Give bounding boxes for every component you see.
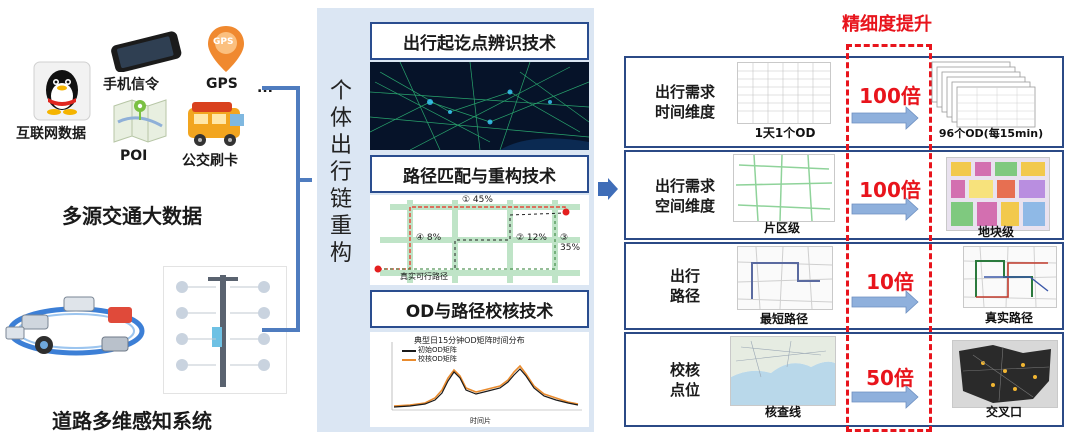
od-96-caption: 96个OD(每15min)	[938, 127, 1044, 140]
screenline-map-image	[730, 336, 836, 406]
gps-label: GPS	[206, 76, 238, 92]
internet-data-label: 互联网数据	[16, 126, 86, 142]
legend-initial-swatch	[402, 350, 416, 352]
right-arrow-icon	[598, 178, 618, 200]
highlight-dashed-frame	[846, 44, 932, 432]
route-label-3: ③ 35%	[560, 233, 581, 253]
row-label-line: 校核	[669, 361, 700, 379]
tech-title-od-calibration: OD与路径校核技术	[370, 290, 589, 328]
row-label-line: 点位	[669, 381, 700, 399]
parcel-map-image	[946, 157, 1050, 231]
series-calibrated-line	[393, 364, 579, 407]
od-time-chart: 典型日15分钟OD矩阵时间分布 初始OD矩阵 校核OD矩阵 时间片	[370, 332, 589, 427]
row-frame-time	[624, 56, 1064, 148]
multiplier-route: 10倍	[866, 270, 914, 294]
row-label-line: 出行	[669, 267, 700, 285]
multiplier-time: 100倍	[859, 84, 921, 108]
chart-title: 典型日15分钟OD矩阵时间分布	[414, 336, 525, 345]
route-label-1: ① 45%	[462, 195, 493, 205]
gps-pin-text: GPS	[213, 37, 234, 47]
row-label-checkpoint: 校核 点位	[630, 360, 740, 400]
row-label-line: 空间维度	[654, 197, 715, 215]
screenline-caption: 核查线	[764, 405, 801, 419]
refinement-header: 精细度提升	[842, 14, 932, 35]
row-label-time: 出行需求 时间维度	[630, 82, 740, 122]
parcel-caption: 地块级	[977, 225, 1014, 239]
trajectory-map-image	[370, 62, 589, 150]
poi-map-icon	[108, 92, 170, 144]
legend-calibrated-label: 校核OD矩阵	[418, 355, 457, 363]
gps-pin-icon: GPS	[206, 24, 246, 74]
legend-initial-label: 初始OD矩阵	[418, 346, 457, 354]
left-bracket-connector	[262, 86, 312, 332]
vertical-char: 重	[329, 214, 352, 239]
road-sensing-title: 道路多维感知系统	[52, 409, 212, 433]
district-caption: 片区级	[763, 221, 800, 235]
tech-title-od-recognition: 出行起讫点辨识技术	[370, 22, 589, 60]
row-label-line: 出行需求	[654, 83, 715, 101]
od-table-stack-image	[930, 60, 1040, 130]
row-label-line: 时间维度	[654, 103, 715, 121]
vertical-char: 个	[329, 79, 352, 104]
bus-card-icon	[182, 98, 252, 150]
series-initial-line	[393, 368, 579, 408]
vertical-char: 出	[329, 133, 352, 158]
intersection-map-image	[952, 340, 1058, 408]
row-label-route: 出行 路径	[630, 266, 740, 306]
row-frame-route	[624, 242, 1064, 330]
vertical-title: 个 体 出 行 链 重 构	[327, 78, 355, 267]
poi-label: POI	[120, 148, 148, 164]
od-table-single-image	[737, 62, 831, 124]
row-label-space: 出行需求 空间维度	[630, 176, 740, 216]
route-diagram: ① 45% ④ 8% ② 12% ③ 35% 真实可行路径	[370, 195, 589, 285]
route-label-4: ④ 8%	[416, 233, 442, 243]
tech-title-route-matching: 路径匹配与重构技术	[370, 155, 589, 193]
shortest-route-caption: 最短路径	[759, 312, 808, 326]
bus-card-label: 公交刷卡	[182, 153, 238, 169]
row-label-line: 出行需求	[654, 177, 715, 195]
multi-source-title: 多源交通大数据	[62, 204, 202, 228]
row-frame-checkpoint	[624, 332, 1064, 427]
multiplier-space: 100倍	[859, 178, 921, 202]
mobile-phone-icon	[106, 30, 186, 73]
chart-xlabel: 时间片	[470, 417, 491, 425]
vertical-char: 构	[329, 241, 352, 266]
row-frame-space	[624, 150, 1064, 240]
legend-calibrated-swatch	[402, 359, 416, 361]
real-route-image	[963, 246, 1057, 308]
phone-signaling-label: 手机信令	[103, 77, 159, 93]
sensor-devices-image	[4, 287, 154, 367]
qq-penguin-icon	[32, 60, 92, 122]
od-single-caption: 1天1个OD	[754, 126, 816, 140]
row-label-line: 路径	[669, 287, 700, 305]
real-route-caption: 真实路径	[984, 311, 1033, 325]
real-route-label: 真实可行路径	[400, 272, 448, 281]
intersection-caption: 交叉口	[985, 405, 1022, 419]
vertical-char: 体	[329, 106, 352, 131]
route-label-2: ② 12%	[516, 233, 547, 243]
vertical-char: 行	[329, 160, 352, 185]
district-map-image	[733, 154, 835, 222]
shortest-route-image	[737, 246, 833, 310]
vertical-char: 链	[329, 187, 352, 212]
